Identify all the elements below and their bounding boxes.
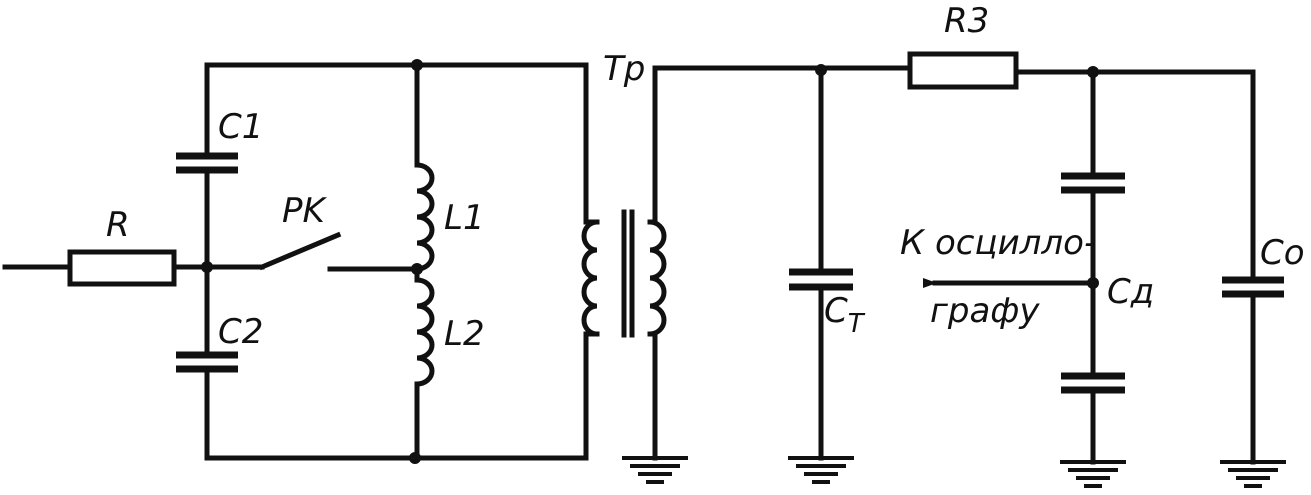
label-l1: L1 <box>444 198 485 238</box>
capacitive-divider-cd <box>1061 69 1125 465</box>
junction-dot <box>411 59 423 71</box>
junction-dot <box>1087 277 1099 289</box>
label-cd: Cд <box>1107 272 1154 312</box>
ground-symbol-co <box>1220 460 1286 488</box>
label-ct: CT <box>824 291 866 339</box>
label-pk: PK <box>282 191 328 231</box>
ground-symbol-cd <box>1060 460 1126 488</box>
resistor-r3 <box>907 51 1019 90</box>
label-oscilloscope-line1: К осцилло- <box>900 223 1096 263</box>
ground-symbol-transformer <box>622 456 688 484</box>
label-co: Co <box>1260 233 1305 273</box>
junction-dot <box>1087 66 1099 78</box>
ground-symbol-ct <box>788 456 854 484</box>
junction-dot <box>411 263 423 275</box>
label-c1: C1 <box>218 107 263 147</box>
label-oscilloscope-line2: графу <box>930 291 1040 331</box>
junction-dot <box>201 261 213 273</box>
label-c2: C2 <box>218 312 263 352</box>
capacitor-co <box>1222 69 1284 465</box>
capacitor-ct <box>789 65 853 461</box>
junction-dot <box>409 452 421 464</box>
label-ct-main: C <box>824 291 848 331</box>
junction-dot <box>815 64 827 76</box>
label-ct-sub: T <box>848 309 866 339</box>
label-r3: R3 <box>944 1 989 41</box>
label-l2: L2 <box>444 314 485 354</box>
transformer-tp <box>581 62 667 461</box>
resistor-r <box>67 249 177 287</box>
inductor-l1-l2 <box>414 62 435 461</box>
label-r: R <box>106 205 130 245</box>
relay-contact-pk <box>204 231 420 272</box>
label-tp: Tp <box>603 49 645 89</box>
